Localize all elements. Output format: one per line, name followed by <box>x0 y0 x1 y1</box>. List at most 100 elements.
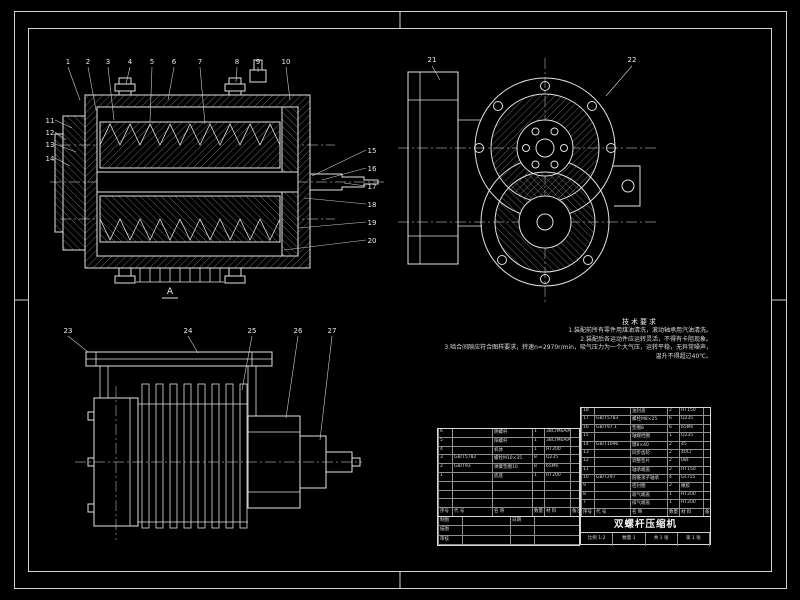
bom-cell: Q235 <box>679 433 703 442</box>
bom-cell <box>438 481 452 491</box>
bom-cell: Q235 <box>544 455 570 465</box>
male-rotor-hub <box>516 119 574 177</box>
bom-cell: Q235 <box>679 416 703 425</box>
callout-number: 20 <box>368 237 377 245</box>
bom-cell <box>452 481 492 491</box>
flange-detail-lines <box>408 72 482 264</box>
bom-cell: 65Mn <box>679 424 703 434</box>
male-rotor-section <box>99 121 281 169</box>
cover-bolt-2 <box>87 457 95 467</box>
bom-cell <box>570 472 579 482</box>
bom-cell: HT150 <box>679 408 703 417</box>
bom-cell: 日期 <box>510 517 534 527</box>
bom-cell: 2 <box>667 483 679 492</box>
bom-cell: 45 <box>679 441 703 450</box>
bom-cell <box>570 455 579 465</box>
female-rotor-hub <box>518 195 572 249</box>
callout-number: 8 <box>235 58 239 66</box>
bom-cell: 排气端盖 <box>630 500 667 509</box>
bom-cell: 同步齿轮 <box>630 449 667 459</box>
end-view <box>398 58 656 302</box>
bom-cell: 38CrMoAlA <box>544 437 570 447</box>
bom-cell: GB/T1096 <box>594 441 630 450</box>
bom-cell <box>594 483 630 492</box>
bom-cell <box>510 526 534 536</box>
bom-cell: 14 <box>581 441 594 450</box>
bom-cell <box>492 490 532 500</box>
bom-cell <box>532 481 544 491</box>
bom-cell: 9 <box>581 483 594 492</box>
bom-cell <box>438 499 452 509</box>
tech-note-line: 温升不得超过40℃。 <box>655 352 712 360</box>
shaft-key-end <box>351 457 361 467</box>
bom-cell: GB/T297 <box>594 475 630 484</box>
bottom-nut-1 <box>114 275 136 284</box>
drawing-title: 双螺杆压缩机 <box>581 517 710 533</box>
discharge-port <box>613 165 641 207</box>
bom-cell <box>570 499 579 509</box>
bom-cell <box>594 433 630 442</box>
bom-cell <box>534 517 579 527</box>
female-shaft-end <box>536 213 554 231</box>
bom-cell <box>492 481 532 491</box>
cooling-fins <box>141 383 248 529</box>
callout-number: 12 <box>46 129 55 137</box>
tech-note-line: 3.啮合间隙应符合图样要求，转速n=2970r/min，吸气压力为一个大气压，运… <box>444 344 712 351</box>
bom-cell <box>594 466 630 475</box>
rotor-shaft <box>96 171 299 193</box>
bom-cell <box>703 458 710 467</box>
bom-cell: 8 <box>532 455 544 465</box>
bom-cell <box>703 408 710 417</box>
titleblock-left: 制图日期描图审核 <box>437 516 580 546</box>
rotor-lobes-bottom <box>99 218 281 241</box>
bom-cell <box>570 490 579 500</box>
callout-number: 6 <box>172 58 177 66</box>
bom-cell: 2 <box>667 466 679 475</box>
bom-cell: 2 <box>438 464 452 473</box>
bom-cell: 橡胶 <box>679 483 703 492</box>
bom-cell <box>703 441 710 450</box>
bom-cell: 油封盖 <box>630 408 667 417</box>
border-center-ticks <box>14 11 787 589</box>
bom-cell: GB/T5783 <box>594 416 630 425</box>
top-nut-1 <box>114 83 136 92</box>
bom-cell: 轴端挡圈 <box>630 433 667 442</box>
callout-number: 14 <box>46 155 55 163</box>
bom-cell <box>544 499 570 509</box>
callout-number: 22 <box>628 56 637 64</box>
bom-cell: 1 <box>532 429 544 438</box>
left-end-cover <box>62 115 86 251</box>
bom-cell <box>703 416 710 425</box>
bom-cell <box>703 491 710 501</box>
bom-cell <box>594 408 630 417</box>
bom-cell: 4 <box>667 475 679 484</box>
bom-cell <box>492 499 532 509</box>
bom-cell: 螺栓M10×35 <box>492 455 532 465</box>
bom-cell: 8 <box>532 464 544 473</box>
bom-cell: 轴承端盖 <box>630 466 667 475</box>
callout-number: 4 <box>128 58 133 66</box>
bom-cell <box>452 437 492 447</box>
bom-cell <box>452 490 492 500</box>
section-leader-lines <box>54 66 367 251</box>
bom-cell: 阳螺杆 <box>492 437 532 447</box>
section-label-a: A <box>167 287 174 297</box>
tech-note-line: 2.装配后各运动件应运转灵活，不得有卡阻现象。 <box>580 335 712 343</box>
bom-cell <box>452 429 492 438</box>
tech-notes-heading: 技术要求 <box>622 318 658 326</box>
bom-cell: GB/T97.1 <box>594 424 630 434</box>
bom-cell: 制图 <box>438 517 462 527</box>
callout-number: 7 <box>198 58 202 66</box>
bom-cell: HT150 <box>679 466 703 475</box>
bom-cell: 吸气端盖 <box>630 491 667 501</box>
bom-cell: 1 <box>532 472 544 482</box>
bom-cell: 密封圈 <box>630 483 667 492</box>
bom-cell <box>510 535 534 545</box>
bom-cell: 40Cr <box>679 449 703 459</box>
bom-cell <box>594 449 630 459</box>
bom-cell <box>532 490 544 500</box>
